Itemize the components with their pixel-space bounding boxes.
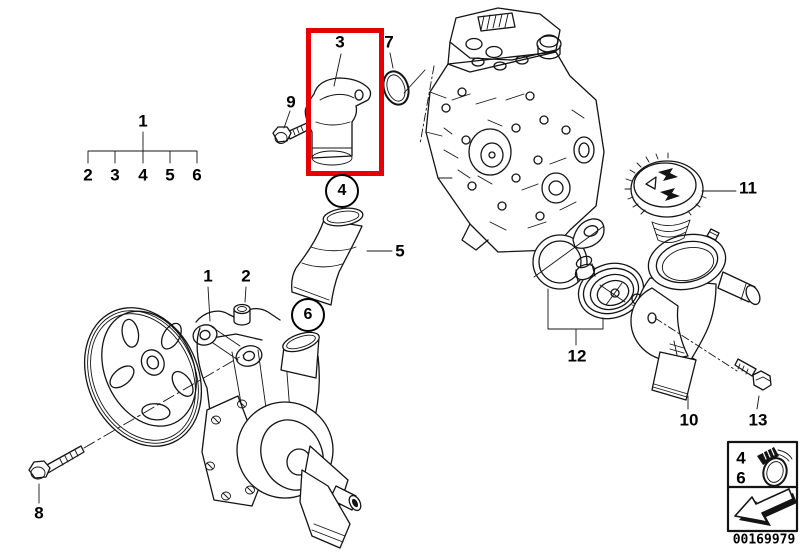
highlight-box[interactable]	[306, 28, 384, 176]
bolt-9-drawing	[272, 122, 311, 144]
callout-10[interactable]: 10	[679, 410, 699, 430]
direction-arrow-icon	[734, 488, 797, 526]
callout-1[interactable]: 1	[203, 266, 213, 286]
callout-11[interactable]: 11	[739, 178, 757, 198]
thermostat-gasket-drawing	[532, 218, 605, 290]
leader-lines	[38, 52, 760, 504]
legend-box	[726, 440, 799, 533]
thermostat-housing-drawing	[630, 228, 761, 401]
tree-label-root[interactable]: 1	[138, 111, 148, 131]
tree-label-2[interactable]: 2	[83, 165, 93, 185]
callout-13[interactable]: 13	[748, 410, 768, 430]
water-pump-drawing	[83, 303, 362, 549]
callout-6-circled[interactable]: 6	[291, 298, 325, 332]
callout-5[interactable]: 5	[395, 241, 405, 261]
thermostat-drawing	[574, 255, 645, 320]
bolt-13-drawing	[734, 358, 772, 391]
engine-block-drawing	[419, 7, 605, 261]
bolt-8-drawing	[28, 354, 244, 480]
hose-clamp-icon	[757, 447, 793, 487]
thermostat-cover-drawing	[304, 77, 372, 166]
tree-label-3[interactable]: 3	[110, 165, 120, 185]
callout-3[interactable]: 3	[335, 32, 345, 52]
tree-label-6[interactable]: 6	[192, 165, 202, 185]
image-number: 00169979	[732, 532, 796, 548]
callout-2[interactable]: 2	[241, 266, 251, 286]
legend-item-6[interactable]: 6	[736, 468, 746, 488]
hose-5-drawing	[290, 207, 364, 306]
callout-9[interactable]: 9	[286, 92, 296, 112]
callout-7[interactable]: 7	[384, 32, 394, 52]
callout-4-circled[interactable]: 4	[325, 174, 359, 208]
callout-8[interactable]: 8	[34, 503, 44, 523]
oring-7-drawing	[382, 70, 410, 106]
legend-item-4[interactable]: 4	[736, 448, 746, 468]
tree-label-4[interactable]: 4	[138, 165, 148, 185]
tree-label-5[interactable]: 5	[165, 165, 175, 185]
callout-12[interactable]: 12	[567, 346, 587, 366]
expansion-tank-cap-drawing	[624, 152, 707, 243]
